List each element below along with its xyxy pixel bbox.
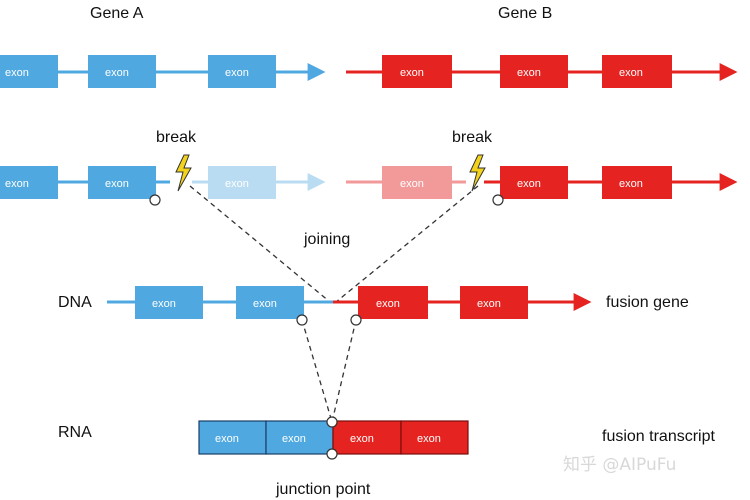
exon-box-faded: [382, 166, 452, 199]
joining-label: joining: [303, 231, 350, 248]
gene-a-title: Gene A: [90, 5, 144, 22]
junction-line: [301, 319, 333, 423]
exon-box: [208, 55, 276, 88]
rna-label: RNA: [58, 424, 92, 441]
circle-icon: [296, 314, 308, 326]
joining-line: [189, 185, 331, 303]
exon-label: exon: [5, 67, 29, 79]
exon-box: [198, 420, 267, 455]
exon-label: exon: [517, 67, 541, 79]
exon-box: [265, 420, 334, 455]
fusion-transcript-row: exon exon exon exon: [198, 416, 469, 460]
exon-box: [602, 55, 672, 88]
exon-label: exon: [152, 298, 176, 310]
exon-label: exon: [215, 433, 239, 445]
exon-box: [602, 166, 672, 199]
exon-label: exon: [517, 178, 541, 190]
exon-label: exon: [619, 178, 643, 190]
circle-icon: [326, 416, 338, 428]
fusion-transcript-label: fusion transcript: [602, 428, 715, 445]
exon-label: exon: [619, 67, 643, 79]
gene-a-broken-row: exon exon exon: [0, 154, 326, 206]
circle-icon: [492, 194, 504, 206]
exon-label: exon: [225, 67, 249, 79]
joining-lines: [189, 185, 479, 423]
exon-label: exon: [225, 178, 249, 190]
exon-label: exon: [105, 67, 129, 79]
lightning-bolt-icon: [469, 154, 486, 192]
gene-b-title: Gene B: [498, 5, 552, 22]
exon-box: [358, 286, 428, 319]
exon-box: [0, 55, 58, 88]
exon-label: exon: [105, 178, 129, 190]
junction-point-label: junction point: [275, 481, 371, 498]
exon-label: exon: [400, 67, 424, 79]
gene-b-row: exon exon exon: [346, 55, 738, 88]
break-label-left: break: [156, 129, 197, 146]
break-label-right: break: [452, 129, 493, 146]
gene-b-broken-row: exon exon exon: [346, 154, 738, 206]
gene-a-row: exon exon exon: [0, 55, 326, 88]
exon-box: [88, 55, 156, 88]
exon-box: [500, 55, 568, 88]
fusion-gene-row: exon exon exon exon: [107, 286, 592, 326]
lightning-bolt-icon: [175, 154, 192, 192]
exon-box: [236, 286, 304, 319]
junction-line: [331, 319, 357, 423]
exon-box: [400, 420, 469, 455]
exon-box: [460, 286, 528, 319]
circle-icon: [350, 314, 362, 326]
exon-box: [135, 286, 203, 319]
circle-icon: [326, 448, 338, 460]
watermark-text: 知乎 @AIPuFu: [563, 455, 676, 475]
fusion-gene-label: fusion gene: [606, 294, 689, 311]
exon-box: [500, 166, 568, 199]
exon-label: exon: [376, 298, 400, 310]
exon-box-faded: [208, 166, 276, 199]
exon-box: [0, 166, 58, 199]
joining-line: [335, 185, 479, 303]
exon-label: exon: [400, 178, 424, 190]
exon-box: [382, 55, 452, 88]
exon-label: exon: [5, 178, 29, 190]
dna-label: DNA: [58, 294, 92, 311]
exon-label: exon: [350, 433, 374, 445]
exon-label: exon: [477, 298, 501, 310]
circle-icon: [149, 194, 161, 206]
exon-label: exon: [282, 433, 306, 445]
exon-box: [88, 166, 156, 199]
exon-label: exon: [253, 298, 277, 310]
exon-label: exon: [417, 433, 441, 445]
